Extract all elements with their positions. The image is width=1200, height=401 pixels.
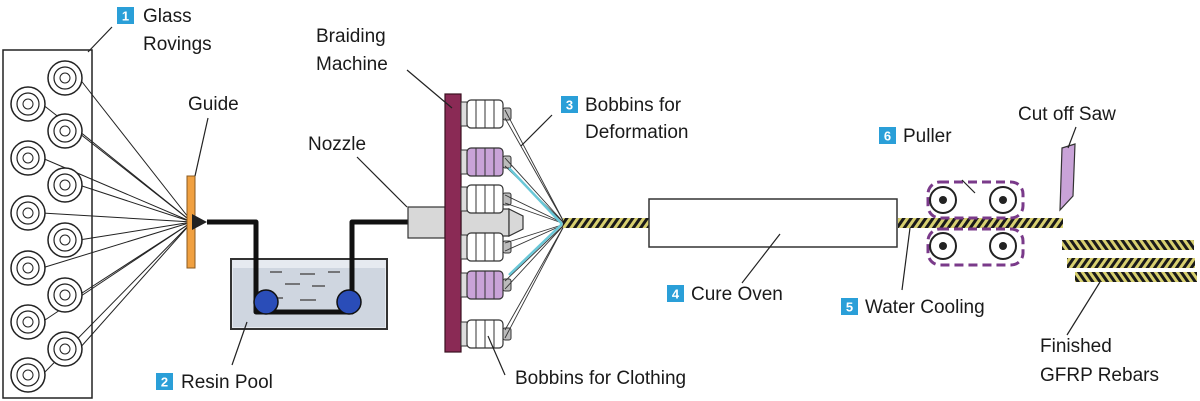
resin-tubing (207, 219, 408, 315)
puller-wheels (929, 186, 1017, 260)
label-braiding-machine: Braiding Machine (316, 26, 388, 75)
guide-plate (186, 175, 207, 269)
bobbin-thread (504, 223, 566, 282)
label-cure-oven: 4 Cure Oven (667, 284, 783, 305)
bobbin-thread (504, 109, 566, 225)
leader-lines (87, 26, 1101, 376)
nozzle (407, 206, 524, 239)
roving-strand (78, 130, 193, 223)
clothing-bobbin (460, 232, 512, 262)
roving-strand (78, 184, 193, 223)
badge-5-number: 5 (846, 300, 853, 315)
glass-rovings-line2: Rovings (143, 34, 212, 55)
roving-spool (47, 331, 83, 367)
clothing-bobbin (460, 319, 512, 349)
roving-spool (10, 140, 46, 176)
label-water-cooling: 5 Water Cooling (841, 297, 985, 318)
badge-6-number: 6 (884, 129, 891, 144)
badge-1 (117, 7, 134, 24)
label-puller: 6 Puller (879, 126, 952, 147)
badge-2-number: 2 (161, 375, 168, 390)
glass-rovings-line1: Glass (143, 6, 192, 27)
puller-text: Puller (903, 126, 952, 147)
bobbin-thread (504, 202, 566, 225)
label-finished-rebars: Finished GFRP Rebars (1040, 336, 1159, 386)
roving-spool (47, 113, 83, 149)
resin-rollers (253, 289, 362, 315)
bobbin-thread (504, 194, 566, 225)
badge-6 (879, 127, 896, 144)
bobbins-deformation-line1: Bobbins for (585, 95, 682, 116)
badge-2 (156, 373, 173, 390)
badge-3 (561, 96, 578, 113)
roving-spool (10, 304, 46, 340)
bobbin-threads (504, 109, 566, 339)
cure-oven-text: Cure Oven (691, 284, 783, 305)
roving-spool (10, 86, 46, 122)
cure-oven (648, 198, 898, 248)
bobbin-thread (504, 223, 566, 244)
bobbin-thread (504, 223, 566, 252)
bobbin-thread (504, 157, 566, 225)
bobbin-thread (504, 223, 566, 331)
bobbins (460, 99, 512, 349)
roving-spool (47, 277, 83, 313)
bobbin-thread (504, 223, 566, 290)
braided-rod (563, 218, 1063, 228)
label-cut-off-saw: Cut off Saw (1018, 104, 1116, 125)
finished-line2: GFRP Rebars (1040, 365, 1159, 386)
roving-spool (10, 250, 46, 286)
label-guide: Guide (188, 94, 239, 115)
label-bobbins-clothing: Bobbins for Clothing (515, 368, 686, 389)
roving-strand (41, 212, 193, 223)
badge-3-number: 3 (566, 98, 573, 113)
clothing-bobbin (460, 99, 512, 129)
roving-strand (78, 221, 193, 350)
badge-1-number: 1 (122, 9, 129, 24)
roving-spool (10, 195, 46, 231)
roving-spool (47, 167, 83, 203)
bobbin-thread (504, 117, 566, 225)
roving-strand (78, 77, 193, 223)
deformation-bobbin (460, 270, 512, 300)
roving-spool (10, 357, 46, 393)
deformation-threads (508, 167, 563, 276)
label-glass-rovings: 1 Glass Rovings (117, 6, 212, 55)
label-resin-pool: 2 Resin Pool (156, 372, 273, 393)
bobbins-deformation-line2: Deformation (585, 122, 689, 143)
badge-5 (841, 298, 858, 315)
roving-strand (41, 221, 193, 269)
bobbin-thread (504, 223, 566, 339)
resin-pool-text: Resin Pool (181, 372, 273, 393)
label-bobbins-deformation: 3 Bobbins for Deformation (561, 95, 689, 143)
finished-line1: Finished (1040, 336, 1112, 357)
cut-off-saw (1059, 143, 1076, 212)
badge-4-number: 4 (672, 287, 680, 302)
clothing-bobbin (460, 184, 512, 214)
roving-spool (47, 60, 83, 96)
badge-4 (667, 285, 684, 302)
finished-rebars (1062, 240, 1197, 282)
puller (926, 180, 1025, 267)
braiding-plate (444, 93, 462, 353)
deformation-bobbin (460, 147, 512, 177)
roving-spools (10, 60, 83, 393)
roving-spool (47, 222, 83, 258)
roving-strand (78, 221, 193, 241)
label-nozzle: Nozzle (308, 134, 366, 155)
water-cooling-text: Water Cooling (865, 297, 985, 318)
braiding-machine-line2: Machine (316, 54, 388, 75)
braiding-machine-line1: Braiding (316, 26, 386, 47)
